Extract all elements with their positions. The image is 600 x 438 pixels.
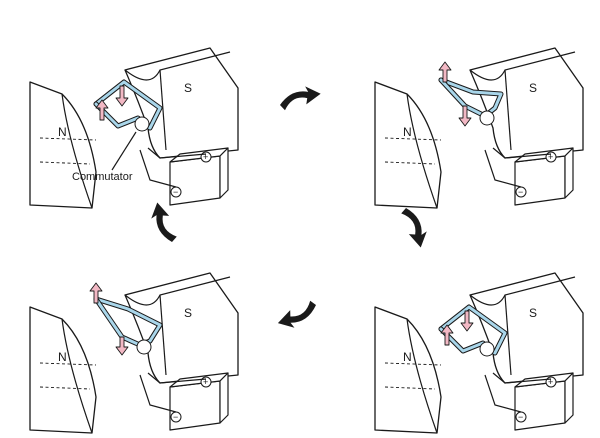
north-pole-label: N — [403, 350, 412, 364]
force-arrow-down-icon — [115, 336, 129, 356]
commutator-icon — [479, 110, 495, 126]
rotation-arrow-top-icon — [277, 83, 323, 111]
force-arrow-up-icon — [95, 99, 109, 121]
force-arrow-down-icon — [458, 105, 472, 127]
positive-terminal-label: + — [548, 377, 553, 387]
force-arrow-down-icon — [460, 310, 474, 332]
positive-terminal-label: + — [203, 152, 208, 162]
motor-panel-2: N S + − — [374, 47, 584, 209]
north-pole-label: N — [58, 125, 67, 139]
force-arrow-down-icon — [115, 85, 129, 107]
motor-panel-4: N S + − — [374, 272, 584, 434]
motor-panel-3: N S + − — [29, 272, 239, 434]
negative-terminal-label: − — [518, 187, 523, 197]
negative-terminal-label: − — [518, 412, 523, 422]
south-pole-label: S — [529, 306, 537, 320]
north-pole-label: N — [403, 125, 412, 139]
positive-terminal-label: + — [203, 377, 208, 387]
force-arrow-up-icon — [438, 61, 452, 83]
commutator-label: Commutator — [72, 171, 133, 183]
rotation-arrow-bottom-icon — [274, 299, 321, 333]
commutator-icon — [136, 339, 152, 355]
force-arrow-up-icon — [440, 324, 454, 346]
positive-terminal-label: + — [548, 152, 553, 162]
commutator-icon — [134, 116, 150, 132]
north-pole-label: N — [58, 350, 67, 364]
negative-terminal-label: − — [173, 412, 178, 422]
negative-terminal-label: − — [173, 187, 178, 197]
motor-panel-1: N S + − Commutator — [29, 47, 239, 209]
rotation-arrow-left-icon — [147, 199, 178, 246]
south-pole-label: S — [184, 306, 192, 320]
south-pole-label: S — [184, 81, 192, 95]
south-pole-label: S — [529, 81, 537, 95]
commutator-icon — [479, 341, 495, 357]
rotation-arrow-right-icon — [400, 204, 431, 251]
force-arrow-up-icon — [89, 282, 103, 304]
